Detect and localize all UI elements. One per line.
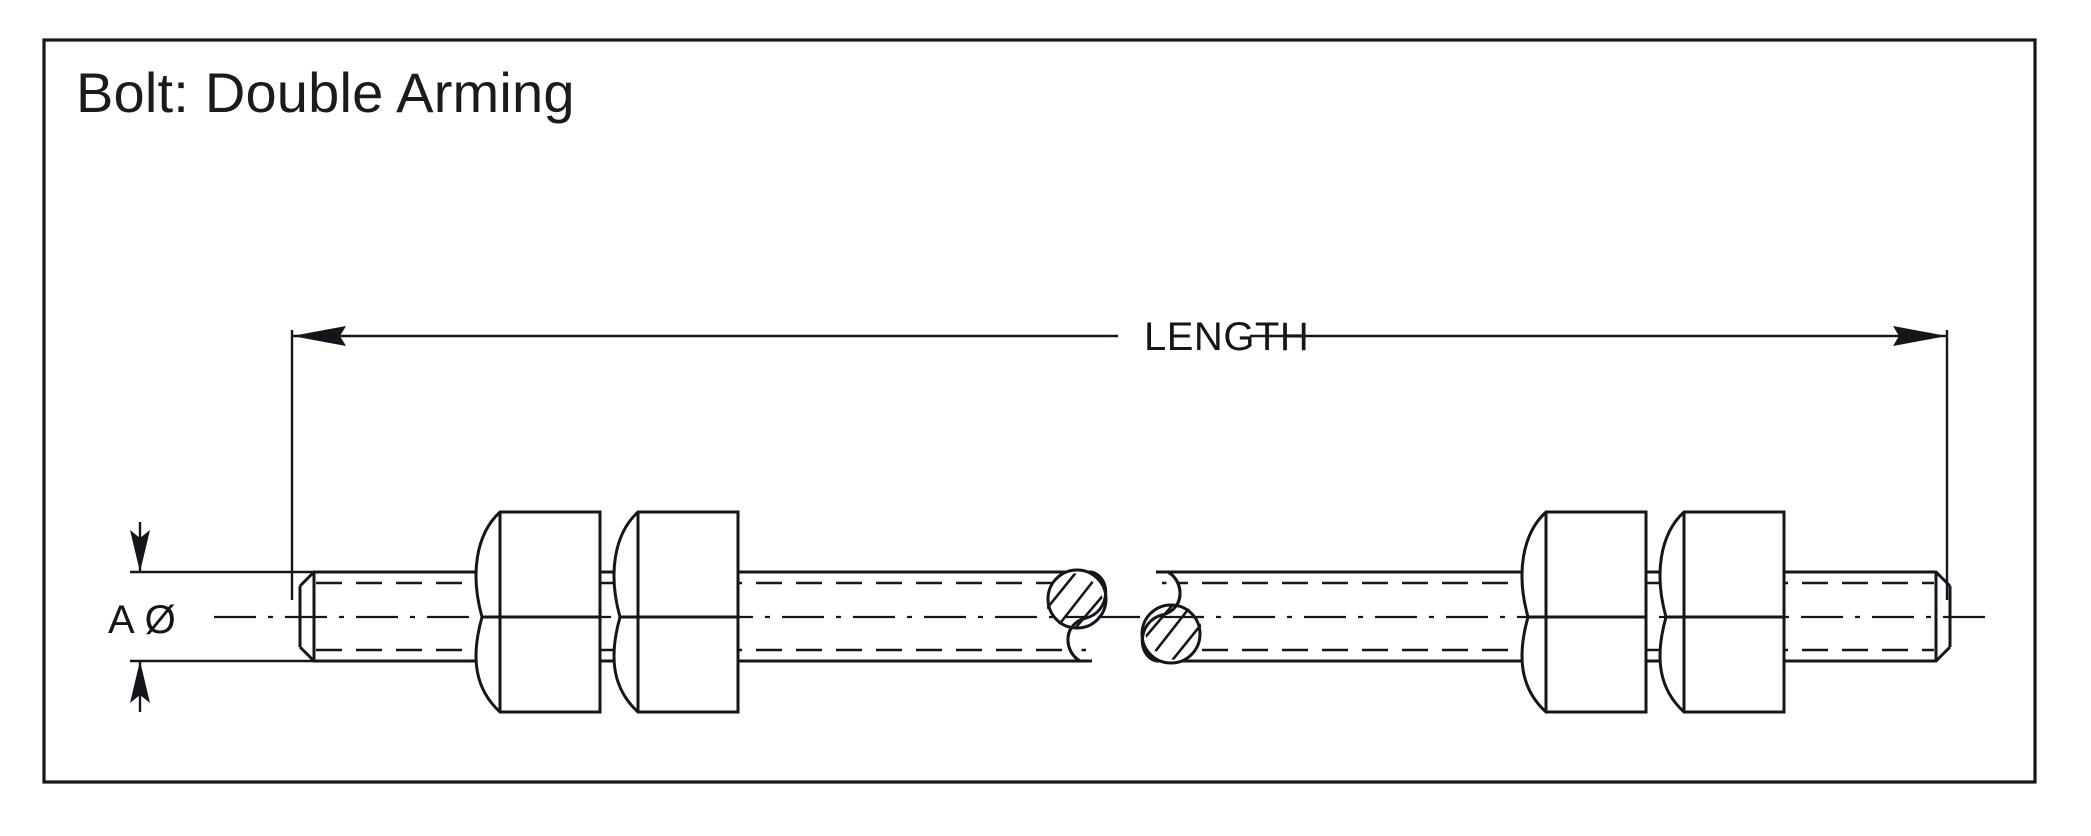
nut-right-outer — [1658, 510, 1786, 714]
break-right-lobe — [1140, 603, 1202, 665]
nut-right-inner-body — [1520, 510, 1648, 714]
double-arming-bolt — [214, 510, 1996, 714]
break-left-lobe — [1046, 568, 1108, 630]
length-arrow-right-icon — [1893, 326, 1947, 346]
nut-right-outer-body — [1658, 510, 1786, 714]
nut-left-outer — [612, 510, 740, 714]
diameter-dimension-label: A Ø — [108, 598, 176, 642]
conventional-break-symbol — [1046, 568, 1202, 665]
break-right-hatching — [1144, 605, 1202, 662]
nut-left-inner-body — [474, 510, 602, 714]
diameter-dimension: A Ø — [108, 522, 316, 712]
length-arrow-left-icon — [292, 326, 346, 346]
nut-left-inner — [474, 510, 602, 714]
break-right-profile-overlay — [1140, 570, 1182, 663]
length-dimension-label: LENGTH — [1144, 315, 1309, 359]
length-dimension: LENGTH — [290, 315, 1949, 600]
drawing-frame — [42, 38, 2037, 784]
nut-left-outer-body — [612, 510, 740, 714]
break-left-hatching — [1046, 571, 1104, 628]
page-title: Bolt: Double Arming — [76, 61, 575, 124]
diameter-arrow-top-icon — [130, 530, 150, 572]
diameter-arrow-bottom-icon — [130, 661, 150, 703]
nut-right-inner — [1520, 510, 1648, 714]
